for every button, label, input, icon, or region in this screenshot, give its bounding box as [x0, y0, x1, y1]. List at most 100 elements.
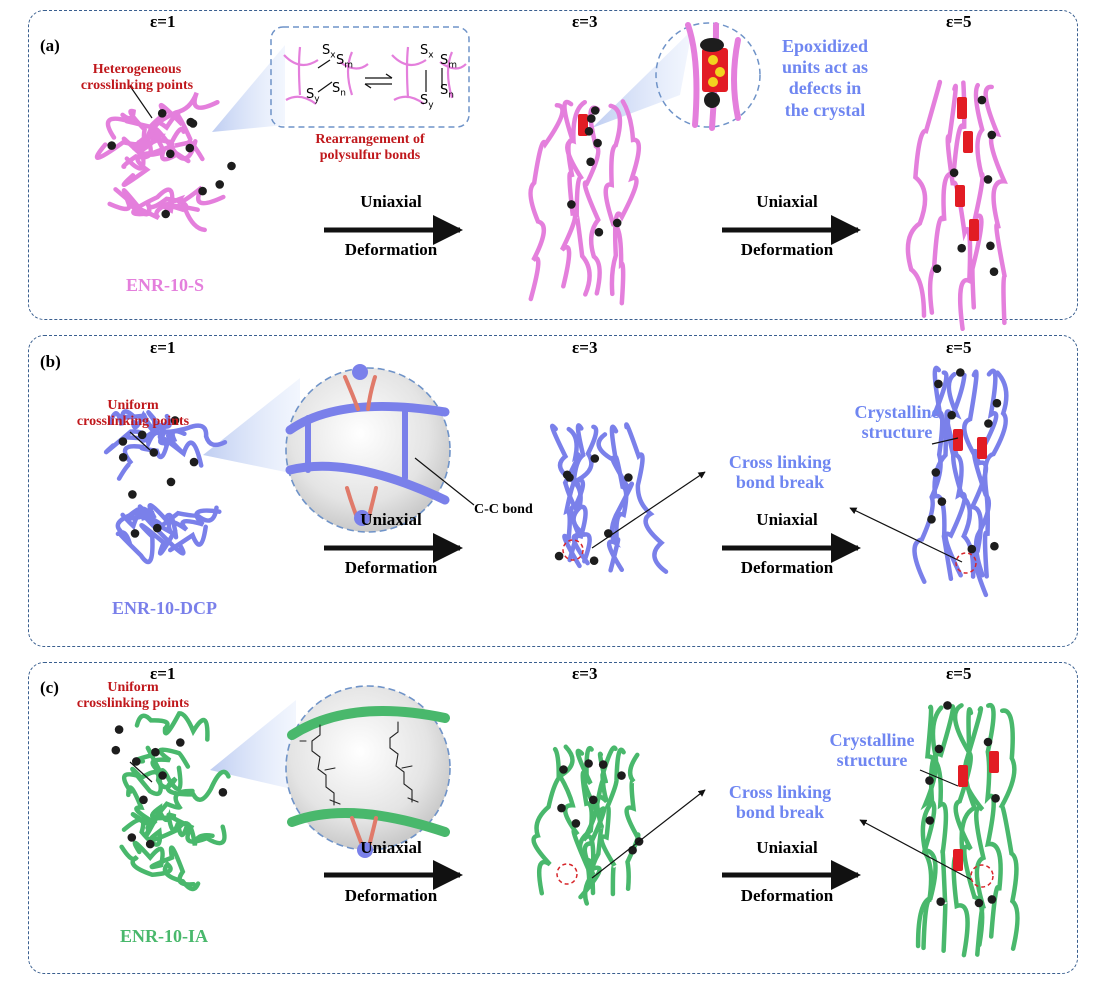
polymer-chain — [624, 752, 641, 892]
crosslink-node — [562, 470, 572, 480]
polymer-chain — [130, 410, 187, 446]
crosslink-node — [947, 410, 956, 420]
ia-content — [287, 706, 450, 858]
panel-c-sample-name: ENR-10-IA — [120, 926, 208, 946]
crystal-unit — [955, 185, 965, 207]
crosslink-node — [593, 138, 602, 148]
chem-sm-left: Sm — [336, 53, 354, 71]
panel-c-label: (c) — [40, 678, 59, 697]
polymer-chain — [94, 126, 198, 161]
chem-sy-right: Sy — [420, 93, 434, 111]
polymer-chain — [116, 432, 185, 481]
polymer-chain — [905, 79, 943, 318]
crosslink-node — [587, 114, 596, 123]
crosslink-node — [189, 457, 199, 467]
pink-cluster-eps1 — [94, 91, 236, 233]
crystal-unit — [953, 429, 963, 451]
crosslink-node — [153, 523, 162, 533]
polymer-chain — [945, 83, 973, 332]
crosslink-node — [628, 845, 637, 855]
chem-sx-right: Sx — [420, 43, 434, 61]
polymer-chain — [952, 703, 985, 948]
crosslink-node — [554, 551, 564, 561]
panel-a-label: (a) — [40, 36, 60, 55]
cc-bond-label: C-C bond — [474, 502, 533, 517]
panel-c-deformation-2: Deformation — [740, 886, 834, 905]
crosslink-node — [987, 130, 997, 140]
blue-cluster-eps5 — [912, 365, 1009, 598]
polymer-chain — [138, 769, 231, 802]
crosslink-node — [936, 897, 945, 906]
polymer-chain — [531, 746, 561, 896]
pink-cluster-eps5 — [905, 79, 1008, 332]
crosslink-node — [932, 264, 942, 274]
chem-sm-right: Sm — [440, 53, 458, 71]
epoxide-zoom-circle — [655, 22, 761, 128]
crosslink-node — [557, 803, 566, 813]
crosslink-node — [977, 95, 987, 105]
zoom-beams — [203, 30, 692, 790]
polymer-chain — [115, 523, 178, 565]
polymer-chain — [983, 84, 1008, 326]
crosslink-node — [130, 529, 140, 538]
crosslink-node — [612, 218, 622, 228]
crosslink-node — [198, 186, 207, 196]
blue-cluster-eps1 — [103, 409, 228, 565]
panel-c-eps5: ε=5 — [946, 664, 972, 683]
polymer-chain — [596, 432, 634, 573]
polymer-chain — [103, 429, 204, 468]
polymer-chain — [121, 187, 200, 217]
polymer-chain — [998, 708, 1020, 951]
crosslink-node — [149, 448, 159, 457]
crosslink-node — [990, 541, 999, 551]
panel-b-frame — [28, 335, 1078, 647]
polymer-chain — [565, 99, 592, 297]
crosslink-node — [176, 738, 185, 747]
crosslink-node — [983, 737, 993, 747]
crosslink-node — [598, 760, 608, 769]
panel-b-uniaxial-2: Uniaxial — [756, 510, 818, 529]
cc-bond-content — [285, 364, 450, 526]
crosslink-node — [590, 106, 600, 115]
crosslink-node — [989, 267, 999, 277]
crosslink-node — [151, 747, 160, 757]
polymer-chain — [925, 704, 949, 953]
crosslink-node — [991, 794, 1000, 803]
panel-b-uniaxial-1: Uniaxial — [360, 510, 422, 529]
crosslink-node — [166, 477, 176, 487]
polymer-chain — [577, 746, 594, 888]
panel-a-frame — [28, 10, 1078, 320]
blue-cluster-eps3 — [550, 422, 669, 574]
crosslink-node — [927, 515, 936, 524]
crosslink-node — [118, 437, 128, 446]
crosslink-node — [584, 127, 594, 136]
polymer-chain — [137, 504, 208, 556]
panel-b-deformation-1: Deformation — [344, 558, 438, 577]
polymer-chain — [971, 368, 999, 578]
panel-b-sample-name: ENR-10-DCP — [112, 598, 217, 618]
panel-b-eps3: ε=3 — [572, 338, 598, 357]
crosslink-node — [590, 454, 600, 463]
crosslink-node — [166, 149, 175, 159]
crosslink-node — [957, 243, 966, 253]
crosslink-node — [218, 788, 228, 797]
panel-a-uniaxial-2: Uniaxial — [756, 192, 818, 211]
crosslink-node — [571, 819, 581, 828]
crosslink-node — [589, 556, 599, 565]
polymer-chain — [121, 139, 205, 187]
polymer-chain — [105, 91, 220, 140]
panel-a-deformation-1: Deformation — [344, 240, 438, 259]
panel-c-uniaxial-2: Uniaxial — [756, 838, 818, 857]
crosslink-node — [227, 161, 236, 171]
crosslink-node — [567, 200, 576, 209]
crosslink-node — [987, 895, 997, 904]
crosslink-node — [559, 765, 568, 774]
crystal-unit — [957, 97, 967, 119]
crosslink-node — [132, 757, 141, 766]
rearrangement-inset-box — [270, 26, 470, 128]
